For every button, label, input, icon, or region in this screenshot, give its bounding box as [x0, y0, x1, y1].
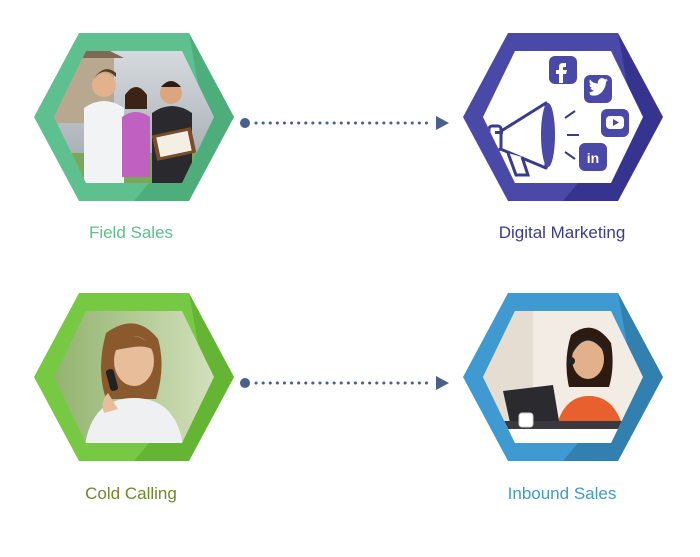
- label-inbound-sales: Inbound Sales: [507, 484, 617, 503]
- youtube-icon: [601, 109, 629, 137]
- connector-bottom-arrowhead: [436, 376, 449, 390]
- hexagon-digital-marketing: in: [463, 33, 663, 201]
- node-inbound-sales: [453, 273, 673, 513]
- node-cold-calling: [24, 273, 244, 513]
- facebook-icon: [549, 56, 577, 84]
- hexagon-cold-calling: [34, 293, 234, 461]
- connector-top: [240, 116, 449, 130]
- connector-bottom-start-dot: [240, 378, 250, 388]
- connector-bottom: [240, 376, 449, 390]
- inbound-sales-photo: [483, 311, 643, 443]
- connector-top-start-dot: [240, 118, 250, 128]
- linkedin-icon: in: [579, 143, 607, 171]
- node-digital-marketing: in: [453, 13, 673, 253]
- label-digital-marketing: Digital Marketing: [498, 223, 626, 242]
- hexagon-inbound-sales: [463, 293, 663, 461]
- twitter-icon: [584, 75, 612, 103]
- node-field-sales: [24, 13, 244, 253]
- label-field-sales: Field Sales: [88, 223, 174, 242]
- field-sales-photo: [54, 51, 214, 183]
- megaphone-icon: [487, 101, 579, 177]
- cold-calling-photo: [54, 311, 214, 443]
- svg-text:in: in: [587, 150, 599, 166]
- hexagon-field-sales: [34, 33, 234, 201]
- connector-top-arrowhead: [436, 116, 449, 130]
- label-cold-calling: Cold Calling: [85, 484, 177, 503]
